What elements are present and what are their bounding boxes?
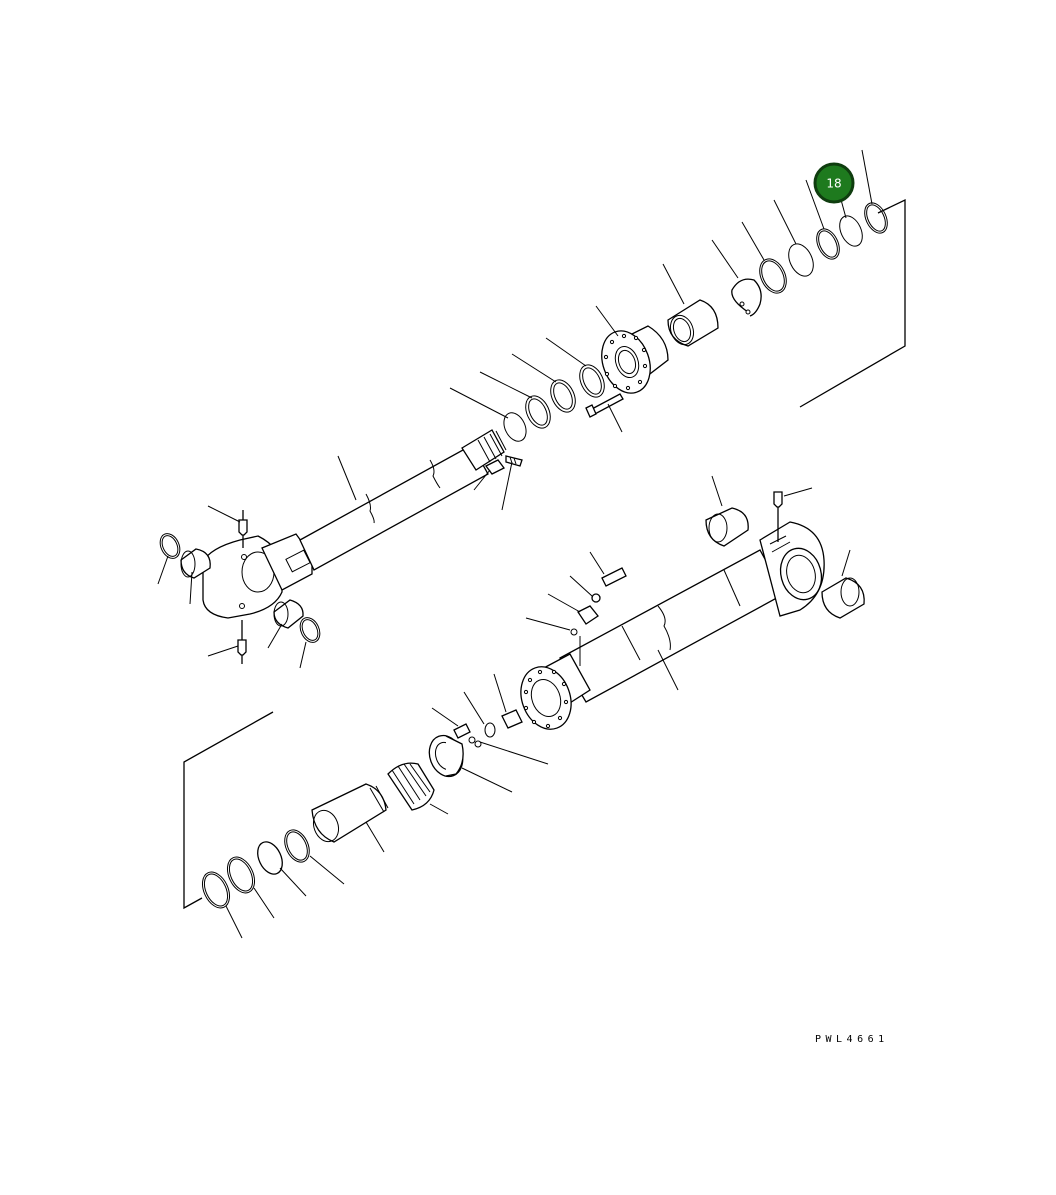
- cushion-plunger: [387, 762, 435, 811]
- callout-badge-label: 18: [826, 177, 841, 191]
- retaining-ring-rod: [503, 412, 527, 442]
- tube-bushing-upper: [705, 507, 749, 547]
- piston-rod: [299, 429, 507, 571]
- leader-lines-upper: [157, 149, 873, 669]
- leader-lines-lower: [225, 475, 851, 939]
- callout-badge-18[interactable]: 18: [813, 162, 855, 204]
- snap-ring: [731, 278, 762, 317]
- valve-small-parts: [453, 709, 523, 748]
- head-bolt: [585, 393, 624, 418]
- piston-rings: [201, 829, 310, 909]
- port-block: [570, 567, 627, 636]
- tube-flange: [520, 653, 591, 730]
- piston: [311, 783, 389, 843]
- piston-seal-rings: [525, 364, 605, 429]
- head-seal-rings: [759, 202, 888, 294]
- rod-bushing-left: [180, 548, 211, 579]
- group-bracket-upper: [799, 198, 906, 408]
- tube-bushing-right: [821, 577, 865, 619]
- piston-rod-eye: [202, 533, 313, 619]
- rod-seal-left: [159, 533, 181, 559]
- callout-badge-circle: [813, 162, 855, 204]
- drawing-code: PWL4661: [815, 1034, 889, 1045]
- grease-fitting-upper: [238, 510, 248, 548]
- grease-fitting-lower: [237, 620, 247, 664]
- head-bushing: [667, 299, 719, 347]
- grease-fitting-tube: [773, 491, 783, 542]
- piston-nut: [428, 734, 464, 778]
- group-bracket-lower: [183, 711, 274, 910]
- rod-bushing-right: [273, 599, 304, 629]
- rod-seal-right: [299, 617, 321, 643]
- tube-end-eye: [759, 521, 825, 617]
- cylinder-tube: [559, 549, 785, 703]
